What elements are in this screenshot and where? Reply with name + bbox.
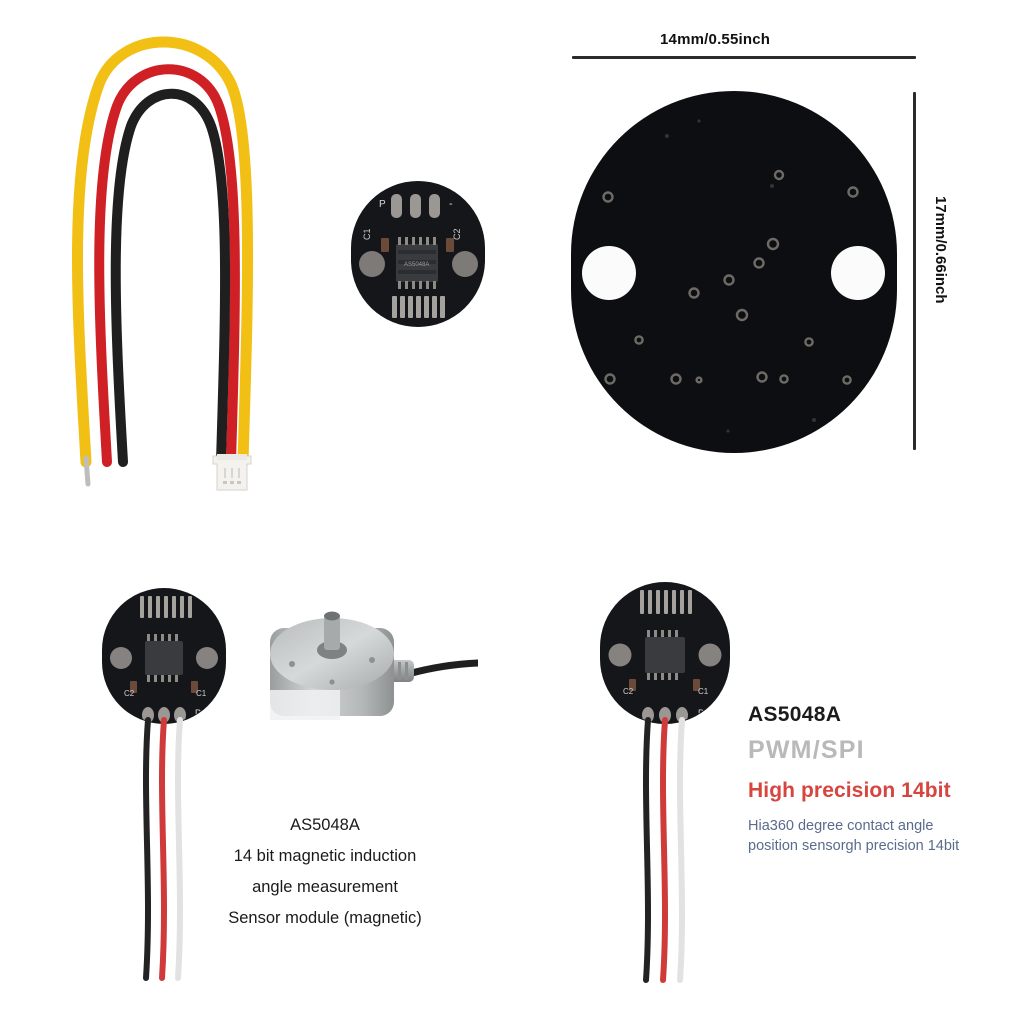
sensor-module-with-leads-right: C2 C1 P [600,582,730,983]
via-holes [602,169,859,385]
capacitor-left [629,679,636,691]
encoder-label-band [270,690,340,720]
callout-title: AS5048A [748,703,842,726]
jst-connector [212,454,252,491]
callout-description-line-1: Hia360 degree contact angle [748,818,934,834]
capacitor-right [693,679,700,691]
svg-text:C1: C1 [196,689,207,698]
pcb-board-back [571,91,897,453]
wire-red [94,64,240,467]
lead-wire-white [175,717,183,981]
mounting-hole-right [452,251,478,277]
svg-text:AS5048A: AS5048A [404,262,429,268]
encoder-shaft [324,616,340,650]
ic-pins [398,237,436,289]
mounting-hole-left [608,643,632,667]
svg-text:P: P [379,199,386,210]
solder-joints [142,707,186,723]
mounting-hole-right [196,647,218,669]
lead-wire-white [677,717,685,983]
callout-description-line-2: position sensorgh precision 14bit [748,838,960,854]
wire-tinned-tip [83,455,91,487]
caption-line-1: AS5048A [290,816,360,834]
caption-line-4: Sensor module (magnetic) [228,909,422,927]
svg-text:-: - [449,198,453,210]
mounting-hole-right [698,643,722,667]
capacitor-right [191,681,198,693]
dimension-height-label: 17mm/0.66inch [932,196,949,304]
caption-line-3: angle measurement [252,878,398,896]
mounting-hole-right [831,246,885,300]
sensor-ic [145,641,183,675]
lead-wire-black [143,717,151,981]
dimension-height-line [913,92,916,450]
product-callout-right: AS5048A PWM/SPI High precision 14bit Hia… [748,703,1018,856]
mounting-hole-left [110,647,132,669]
face-screws [289,657,375,685]
sensor-pcb-back [571,91,897,453]
pin-header [140,596,192,618]
wire-yellow [72,36,254,468]
capacitor-right [446,238,454,252]
sensor-cable-assembly [72,36,254,487]
capacitor-left [381,238,389,252]
sensor-pcb-front: P - C1 C2 AS5048A [351,181,485,327]
rotary-encoder-body [270,611,478,720]
encoder-cable [404,659,478,678]
product-caption-left: AS5048A 14 bit magnetic induction angle … [140,810,510,934]
lead-wire-red [159,717,167,981]
svg-text:C2: C2 [124,689,135,698]
mounting-hole-left [582,246,636,300]
caption-line-2: 14 bit magnetic induction [233,847,417,865]
solder-pads-top [391,194,440,218]
svg-text:C2: C2 [452,228,462,240]
dimension-width-label: 14mm/0.55inch [660,31,771,48]
svg-text:C1: C1 [362,228,372,240]
sensor-module-with-leads-left: C2 C1 P [102,588,226,981]
solder-joints [642,707,688,723]
capacitor-left [130,681,137,693]
svg-text:C2: C2 [623,687,634,696]
lead-wire-red [660,717,668,983]
callout-highlight: High precision 14bit [748,779,951,802]
dimension-width-line [572,56,916,59]
lead-wire-black [643,717,651,983]
svg-text:C1: C1 [698,687,709,696]
pin-header [392,296,445,318]
sensor-ic [645,637,685,673]
mounting-hole-left [359,251,385,277]
wire-black [110,88,231,467]
callout-protocol: PWM/SPI [748,736,865,764]
pin-header [640,590,692,614]
